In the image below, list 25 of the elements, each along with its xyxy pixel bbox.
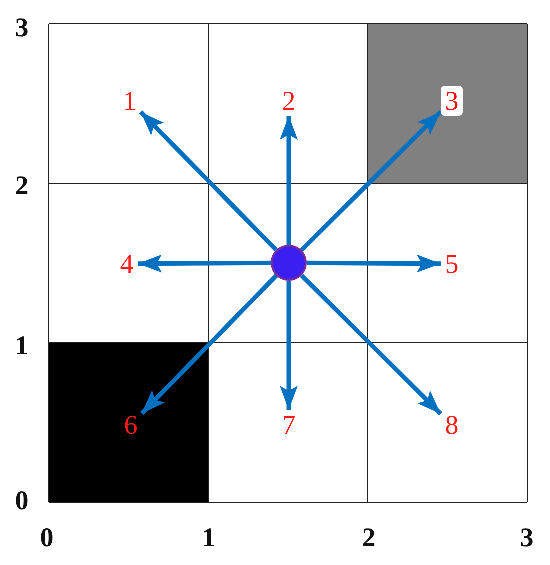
arrow <box>138 254 272 273</box>
arrow <box>300 110 443 252</box>
arrow <box>306 254 442 273</box>
arrow <box>300 274 443 416</box>
agent-circle <box>271 245 307 281</box>
axis-tick-label: 0 <box>15 488 29 514</box>
arrow <box>280 281 298 410</box>
direction-number: 4 <box>116 249 138 279</box>
axis-tick-label: 1 <box>15 332 29 360</box>
axis-tick-label: 3 <box>520 524 534 552</box>
axis-tick-label: 2 <box>15 172 29 200</box>
arrow <box>140 274 278 416</box>
direction-number: 8 <box>441 410 463 440</box>
direction-number: 1 <box>119 86 141 116</box>
direction-number: 3 <box>441 86 463 116</box>
direction-number: 6 <box>120 410 142 440</box>
direction-number: 7 <box>278 410 300 440</box>
direction-number: 5 <box>441 249 463 279</box>
axis-tick-label: 3 <box>15 14 29 42</box>
arrow <box>280 116 298 245</box>
axis-tick-label: 2 <box>362 524 376 552</box>
axis-tick-label: 0 <box>40 524 54 552</box>
arrow <box>139 110 278 252</box>
axis-tick-label: 1 <box>202 524 216 552</box>
direction-number: 2 <box>278 86 300 116</box>
